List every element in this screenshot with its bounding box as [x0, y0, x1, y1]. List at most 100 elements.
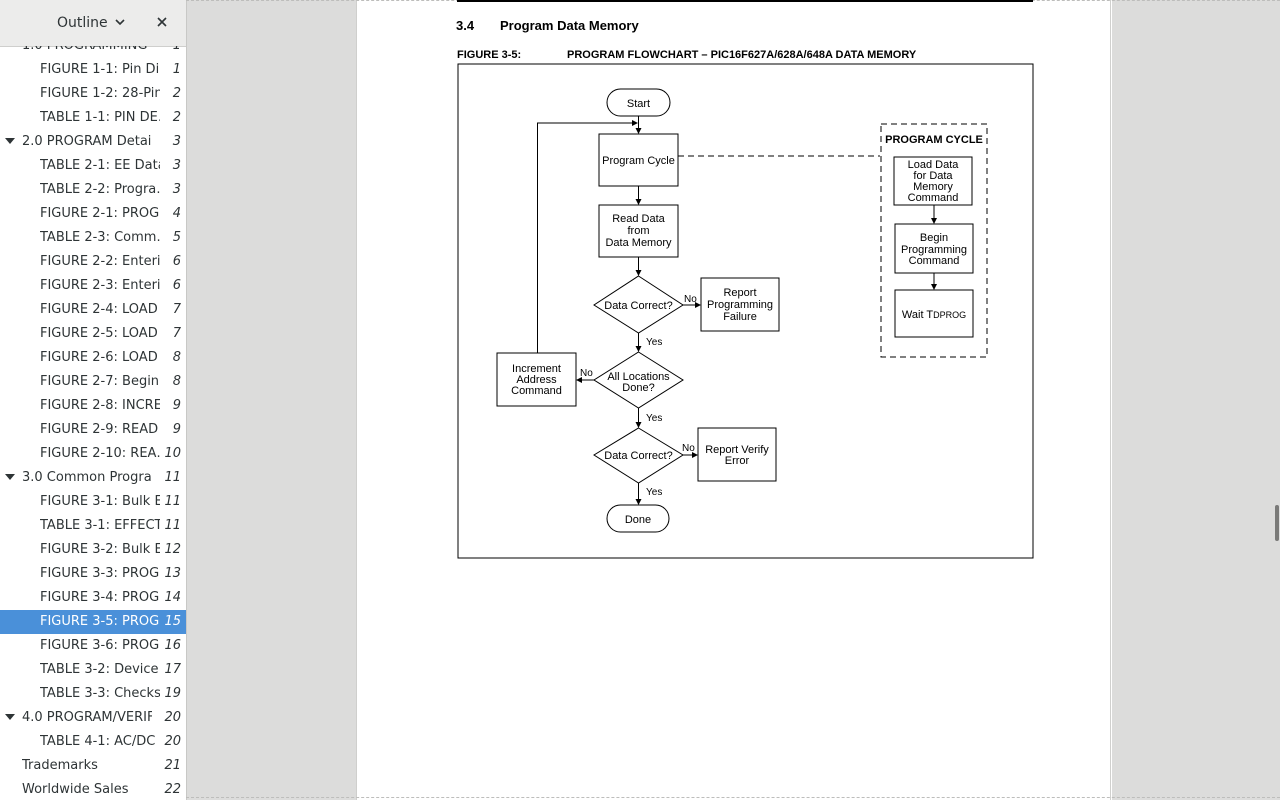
- expander-triangle-icon[interactable]: [5, 714, 15, 720]
- outline-item[interactable]: FIGURE 2-3: Enteri…6: [0, 274, 186, 298]
- expander-triangle-icon[interactable]: [5, 138, 15, 144]
- figure-title: PROGRAM FLOWCHART – PIC16F627A/628A/648A…: [567, 49, 917, 61]
- outline-item-page-number: 3: [172, 182, 181, 197]
- outline-item[interactable]: TABLE 1-1: PIN DE… 2: [0, 106, 186, 130]
- outline-item[interactable]: FIGURE 1-1: Pin Di…1: [0, 58, 186, 82]
- outline-item[interactable]: FIGURE 2-1: PROG… 4: [0, 202, 186, 226]
- expander-triangle-icon[interactable]: [5, 474, 15, 480]
- close-icon[interactable]: [154, 14, 170, 30]
- outline-item-page-number: 11: [164, 518, 181, 533]
- outline-item-label: TABLE 2-3: Comm…: [40, 230, 160, 245]
- outline-item-page-number: 7: [172, 302, 181, 317]
- outline-section-item[interactable]: Trademarks 21: [0, 754, 186, 778]
- outline-item-page-number: 21: [164, 758, 181, 773]
- outline-item-page-number: 11: [164, 494, 181, 509]
- chevron-down-icon[interactable]: [113, 14, 127, 30]
- outline-item-page-number: 7: [172, 326, 181, 341]
- outline-item[interactable]: TABLE 3-3: Checks…19: [0, 682, 186, 706]
- loop-back-arrow: [537, 120, 638, 353]
- outline-item-label: 1.0 PROGRAMMING THE: [22, 46, 152, 53]
- outline-item-page-number: 22: [164, 782, 181, 797]
- outline-item-page-number: 16: [164, 638, 181, 653]
- outline-item[interactable]: TABLE 3-1: EFFECT…11: [0, 514, 186, 538]
- outline-item[interactable]: FIGURE 3-6: PROG… 16: [0, 634, 186, 658]
- begin-line3: Command: [909, 255, 960, 267]
- outline-item[interactable]: FIGURE 2-6: LOAD …8: [0, 346, 186, 370]
- program-cycle-subroutine-frame: [880, 123, 988, 358]
- load-data-box: [893, 156, 973, 206]
- outline-item-page-number: 2: [172, 86, 181, 101]
- figure-frame: [457, 63, 1034, 559]
- outline-section-item[interactable]: 3.0 Common Progra…11: [0, 466, 186, 490]
- outline-item[interactable]: TABLE 2-2: Progra…3: [0, 178, 186, 202]
- outline-item-label: FIGURE 3-6: PROG…: [40, 638, 160, 653]
- wait-subscript: DPROG: [933, 310, 966, 320]
- report-programming-failure-box: [700, 277, 780, 332]
- outline-item-page-number: 15: [164, 614, 181, 629]
- outline-item-page-number: 2: [172, 110, 181, 125]
- decision3-no-label: No: [682, 443, 695, 454]
- outline-item-label: TABLE 3-3: Checks…: [40, 686, 160, 701]
- outline-item[interactable]: FIGURE 3-4: PROG…14: [0, 586, 186, 610]
- report-verify-line1: Report Verify: [705, 444, 769, 456]
- outline-item-page-number: 20: [164, 710, 181, 725]
- outline-item[interactable]: FIGURE 3-1: Bulk E… 11: [0, 490, 186, 514]
- outline-item[interactable]: TABLE 2-1: EE Data…3: [0, 154, 186, 178]
- outline-item-label: TABLE 1-1: PIN DE…: [40, 110, 160, 125]
- outline-section-item[interactable]: 1.0 PROGRAMMING THE 1: [0, 46, 186, 58]
- outline-item-page-number: 20: [164, 734, 181, 749]
- outline-item-page-number: 9: [172, 422, 181, 437]
- outline-item-label: Trademarks: [22, 758, 98, 773]
- outline-item-label: FIGURE 2-1: PROG…: [40, 206, 160, 221]
- outline-item[interactable]: TABLE 2-3: Comm… 5: [0, 226, 186, 250]
- increment-line3: Command: [511, 385, 562, 397]
- begin-line1: Begin: [920, 232, 948, 244]
- outline-item[interactable]: FIGURE 1-2: 28-Pin…2: [0, 82, 186, 106]
- outline-item[interactable]: FIGURE 3-5: PROG…15: [0, 610, 186, 634]
- start-label: Start: [627, 98, 650, 110]
- outline-item-label: FIGURE 2-5: LOAD …: [40, 326, 160, 341]
- outline-item-label: FIGURE 3-1: Bulk E…: [40, 494, 160, 509]
- outline-item[interactable]: FIGURE 2-2: Enteri…6: [0, 250, 186, 274]
- section-title: Program Data Memory: [500, 18, 639, 33]
- outline-item[interactable]: FIGURE 2-5: LOAD … 7: [0, 322, 186, 346]
- outline-item[interactable]: FIGURE 2-9: READ …9: [0, 418, 186, 442]
- outline-item[interactable]: TABLE 4-1: AC/DC …20: [0, 730, 186, 754]
- outline-item-page-number: 9: [172, 398, 181, 413]
- outline-item-label: 4.0 PROGRAM/VERIF…: [22, 710, 152, 725]
- vertical-scrollbar[interactable]: [1275, 505, 1279, 541]
- decision2-no-label: No: [580, 368, 593, 379]
- decision3-yes-label: Yes: [646, 487, 662, 498]
- outline-item[interactable]: FIGURE 2-7: Begin …8: [0, 370, 186, 394]
- decision1-yes-label: Yes: [646, 337, 662, 348]
- outline-item-page-number: 10: [164, 446, 181, 461]
- outline-item-page-number: 17: [164, 662, 181, 677]
- outline-item-page-number: 11: [164, 470, 181, 485]
- outline-item-page-number: 1: [173, 46, 181, 53]
- outline-item-page-number: 4: [172, 206, 181, 221]
- page-boundary-bottom: [186, 797, 1280, 799]
- outline-section-item[interactable]: 4.0 PROGRAM/VERIF… 20: [0, 706, 186, 730]
- outline-item[interactable]: FIGURE 3-2: Bulk E…12: [0, 538, 186, 562]
- outline-item[interactable]: TABLE 3-2: Device I…17: [0, 658, 186, 682]
- outline-list: 1.0 PROGRAMMING THE1FIGURE 1-1: Pin Di…1…: [0, 46, 186, 800]
- all-locations-line2: Done?: [622, 382, 654, 394]
- outline-item[interactable]: FIGURE 2-4: LOAD …7: [0, 298, 186, 322]
- report-failure-line1: Report: [723, 287, 756, 299]
- outline-item-label: FIGURE 2-8: INCRE…: [40, 398, 160, 413]
- outline-item[interactable]: FIGURE 2-8: INCRE… 9: [0, 394, 186, 418]
- outline-item-label: FIGURE 1-1: Pin Di…: [40, 62, 160, 77]
- outline-item[interactable]: FIGURE 3-3: PROG…13: [0, 562, 186, 586]
- figure-label: FIGURE 3-5:: [457, 49, 522, 61]
- outline-item-label: FIGURE 2-6: LOAD …: [40, 350, 160, 365]
- outline-item-page-number: 5: [172, 230, 181, 245]
- outline-item[interactable]: FIGURE 2-10: REA…10: [0, 442, 186, 466]
- outline-item-page-number: 6: [172, 278, 181, 293]
- increment-address-box: [496, 352, 577, 407]
- read-data-line3: Data Memory: [605, 237, 672, 249]
- report-verify-error-box: [697, 427, 777, 482]
- load-data-line3: Memory: [913, 181, 953, 193]
